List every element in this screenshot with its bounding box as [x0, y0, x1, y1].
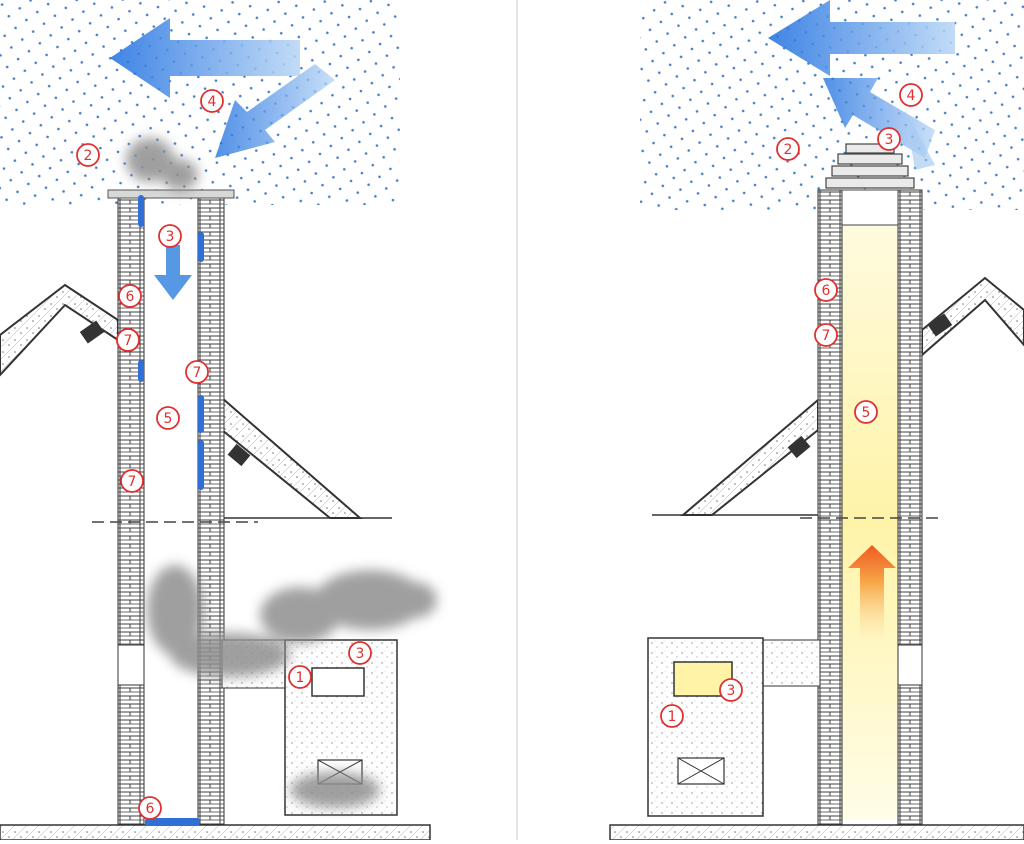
- callout-marker-label: 6: [126, 289, 135, 305]
- callout-marker-7: 7: [120, 469, 144, 493]
- callout-marker-6: 6: [138, 796, 162, 820]
- callout-marker-3: 3: [348, 641, 372, 665]
- callout-marker-1: 1: [660, 704, 684, 728]
- callout-marker-label: 7: [128, 474, 137, 490]
- callout-marker-label: 5: [862, 405, 871, 421]
- callout-marker-label: 3: [166, 229, 175, 245]
- draft-glow: [842, 220, 898, 820]
- flue-outlet-right: [897, 644, 923, 686]
- condensate-streaks: [138, 195, 204, 826]
- ground-line-right: [609, 824, 1024, 841]
- callout-marker-label: 3: [727, 683, 736, 699]
- left-diagram: 123345667777: [0, 0, 437, 841]
- wind-arrows: [110, 18, 335, 300]
- right-markers: 1 2 3 3 4 5 6 7: [660, 83, 923, 728]
- ground-line: [0, 824, 431, 841]
- callout-marker-label: 3: [356, 646, 365, 662]
- callout-marker-1: 1: [288, 665, 312, 689]
- flue-outlet: [117, 644, 145, 686]
- callout-marker-2: 2: [76, 143, 100, 167]
- rain-area: [0, 0, 400, 205]
- callout-marker-4: 4: [200, 89, 224, 113]
- callout-marker-label: 7: [822, 328, 831, 344]
- callout-marker-3: 3: [877, 127, 901, 151]
- callout-marker-label: 1: [668, 709, 677, 725]
- callout-marker-label: 4: [907, 88, 916, 104]
- callout-marker-label: 5: [164, 411, 173, 427]
- callout-marker-6: 6: [814, 278, 838, 302]
- callout-marker-label: 4: [208, 94, 217, 110]
- hot-draft-arrow: [848, 545, 896, 640]
- chimney-wall-right: [197, 194, 225, 826]
- callout-marker-label: 6: [822, 283, 831, 299]
- callout-marker-7: 7: [116, 328, 140, 352]
- callout-marker-label: 3: [885, 132, 894, 148]
- roof: [0, 283, 392, 519]
- callout-marker-label: 7: [124, 333, 133, 349]
- smoke-backflow: [126, 138, 437, 808]
- callout-marker-3: 3: [719, 678, 743, 702]
- callout-marker-label: 2: [84, 148, 93, 164]
- deflector-cap: [825, 143, 915, 226]
- callout-marker-4: 4: [899, 83, 923, 107]
- callout-marker-7: 7: [185, 360, 209, 384]
- callout-marker-7: 7: [814, 323, 838, 347]
- right-diagram: 1 2 3 3 4 5 6 7: [609, 0, 1024, 841]
- wind-arrows-right: [768, 0, 955, 170]
- chimney-wall-right-right: [897, 189, 923, 826]
- callout-marker-3: 3: [158, 224, 182, 248]
- connector-pipe-right: [761, 639, 821, 687]
- stove-firebox-door: [311, 667, 365, 697]
- callout-marker-label: 7: [193, 365, 202, 381]
- chimney-cap: [107, 189, 235, 199]
- left-markers: 123345667777: [76, 89, 372, 820]
- callout-marker-5: 5: [854, 400, 878, 424]
- callout-marker-label: 2: [784, 142, 793, 158]
- callout-marker-label: 6: [146, 801, 155, 817]
- callout-marker-label: 1: [296, 670, 305, 686]
- callout-marker-5: 5: [156, 406, 180, 430]
- callout-marker-2: 2: [776, 137, 800, 161]
- callout-marker-6: 6: [118, 284, 142, 308]
